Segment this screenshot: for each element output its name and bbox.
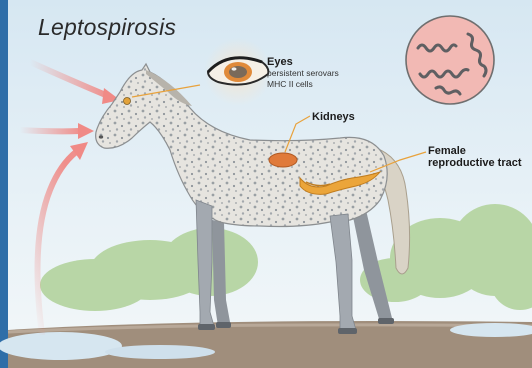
label-eyes: Eyes xyxy=(267,56,293,68)
diagram-title: Leptospirosis xyxy=(38,14,176,41)
puddle-left xyxy=(0,332,122,360)
bacteria-inset xyxy=(406,16,494,104)
label-eyes-mhc: MHC II cells xyxy=(267,80,313,90)
kidney-organ xyxy=(269,153,297,167)
horse-nostril xyxy=(99,135,103,138)
puddle-left-mid xyxy=(105,345,215,359)
exposure-arrow-middle xyxy=(20,130,80,131)
horse-eye xyxy=(124,98,131,105)
label-female-reproductive-tract: Female reproductive tract xyxy=(428,145,523,170)
label-eyes-serovars: persistent serovars xyxy=(267,69,339,79)
left-frame-strip xyxy=(0,0,8,368)
label-kidneys: Kidneys xyxy=(312,111,355,123)
